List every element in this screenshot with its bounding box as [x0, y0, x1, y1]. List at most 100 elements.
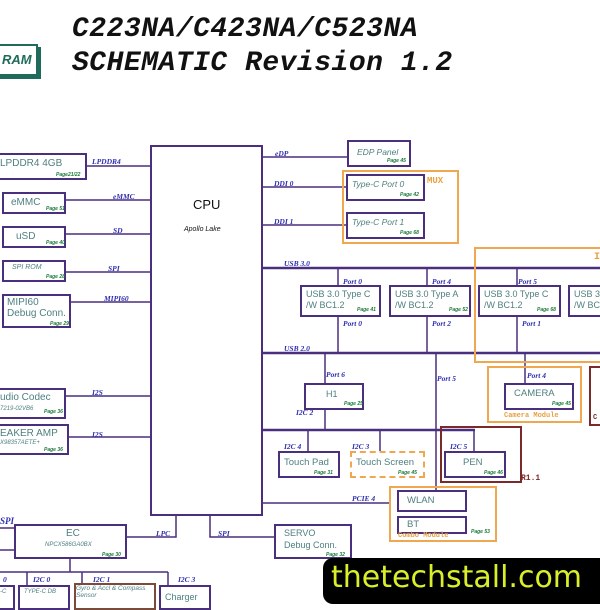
page-ref: Page 45: [387, 158, 406, 164]
servo-debug-block[interactable]: SERVO Debug Conn. Page 32: [274, 524, 352, 559]
usd-label: uSD: [16, 231, 36, 242]
i2c-label: I2C 5: [450, 442, 468, 451]
edp-label: EDP Panel: [357, 147, 399, 157]
bt-block[interactable]: BT: [397, 516, 467, 534]
title-line-2: SCHEMATIC Revision 1.2: [72, 48, 453, 79]
type-c-block[interactable]: -C: [0, 585, 15, 610]
i2c-label: I2C 1: [93, 575, 111, 584]
page-ref: Page 25: [344, 401, 363, 407]
usb3-bus-label: USB 3.0: [284, 259, 310, 268]
amp-label: EAKER AMP: [0, 428, 58, 439]
servo-label: SERVO: [284, 528, 316, 538]
bus-label: DDI 1: [274, 217, 294, 226]
spi-rom-block[interactable]: SPI ROM Page 28: [2, 260, 66, 282]
touch-pad-block[interactable]: Touch Pad Page 31: [278, 451, 340, 478]
page-ref: Page 52: [449, 307, 468, 313]
page-ref: Page 45: [398, 470, 417, 476]
page-ref: Page 68: [537, 307, 556, 313]
camera-block[interactable]: CAMERA Page 45: [504, 383, 574, 410]
touchscreen-label: Touch Screen: [356, 457, 415, 468]
port-label: Port 6: [326, 370, 345, 379]
usb-port-4-block[interactable]: USB 3 /W BC: [568, 285, 600, 317]
pen-label: PEN: [463, 457, 483, 468]
page-ref: Page 36: [44, 447, 63, 453]
charger-label: Charger: [165, 592, 198, 602]
port-label: Port 0: [343, 319, 362, 328]
codec-part: 7219-02VB6: [0, 406, 34, 412]
page-ref: Page 30: [102, 552, 121, 558]
bus-label: SPI: [108, 264, 120, 273]
cpu-block[interactable]: CPU Apollo Lake: [150, 145, 263, 516]
right-module-group: [589, 366, 600, 426]
page-ref: Page 68: [400, 230, 419, 236]
typec-label: -C: [0, 589, 7, 595]
usb-port-2-block[interactable]: USB 3.0 Type A /W BC1.2 Page 52: [389, 285, 471, 317]
bt-label: BT: [407, 519, 420, 530]
usb2-bus-label: USB 2.0: [284, 344, 310, 353]
gyro-label: Gyro & Accl & Compass: [76, 585, 146, 592]
pen-group: [440, 426, 522, 483]
bus-label: eDP: [275, 149, 289, 158]
cpu-platform: Apollo Lake: [184, 226, 221, 233]
pcie-label: PCIE 4: [352, 494, 376, 503]
emmc-label: eMMC: [11, 197, 41, 208]
h1-label: H1: [326, 389, 338, 399]
usb-label: USB 3.0 Type C: [306, 289, 371, 299]
i2c-label: I2C 3: [178, 575, 196, 584]
page-ref: Page 51: [46, 206, 65, 212]
charger-block[interactable]: Charger: [159, 585, 211, 610]
speaker-amp-block[interactable]: EAKER AMP X98357AETE+ Page 36: [0, 424, 69, 455]
typec-db-label: TYPE-C DB: [24, 589, 57, 595]
title-line-1: C223NA/C423NA/C523NA: [72, 14, 419, 45]
pen-block[interactable]: PEN Page 46: [444, 451, 506, 478]
combo-module-label: Combo Module: [398, 532, 449, 540]
usb-label-2: /W BC1.2: [484, 300, 523, 310]
lpddr4-block[interactable]: LPDDR4 4GB Page21/22: [0, 153, 87, 180]
mux-group: [342, 170, 459, 244]
usb-label: USB 3: [574, 289, 600, 299]
codec-label: udio Codec: [0, 392, 51, 403]
ec-part: NPCX586GA0BX: [45, 542, 92, 548]
mux-label: MUX: [427, 176, 444, 186]
usb-label: USB 3.0 Type C: [484, 289, 549, 299]
page-ref: Page 31: [314, 470, 333, 476]
bus-label: LPC: [156, 529, 171, 538]
usb-port-1-block[interactable]: USB 3.0 Type C /W BC1.2 Page 41: [300, 285, 381, 317]
mipi60-block[interactable]: MIPI60 Debug Conn. Page 29: [2, 294, 71, 328]
type-c-db-block[interactable]: TYPE-C DB: [18, 585, 70, 610]
edp-panel-block[interactable]: EDP Panel Page 45: [347, 140, 411, 167]
camera-module-label: Camera Module: [504, 412, 559, 420]
revision-label: R1.1: [521, 474, 541, 483]
port-label: Port 5: [518, 277, 537, 286]
page-ref: Page 36: [44, 409, 63, 415]
port-label: Port 4: [527, 371, 546, 380]
usb-label-2: /W BC1.2: [395, 300, 434, 310]
servo-label-2: Debug Conn.: [284, 540, 338, 550]
h1-block[interactable]: H1 Page 25: [304, 383, 364, 410]
bus-label: SPI: [0, 516, 15, 526]
usd-block[interactable]: uSD Page 40: [2, 226, 66, 248]
type-c-port1-block[interactable]: Type-C Port 1 Page 68: [346, 212, 425, 239]
type-c-port0-block[interactable]: Type-C Port 0 Page 42: [346, 174, 425, 201]
touch-screen-block[interactable]: Touch Screen Page 45: [350, 451, 425, 478]
wlan-block[interactable]: WLAN: [397, 490, 467, 512]
watermark-text: thetechstall.com: [331, 560, 583, 595]
bus-label: I2S: [92, 388, 103, 397]
io-board-label: I: [594, 252, 600, 263]
mipi-label: MIPI60: [7, 297, 39, 308]
bus-label: DDI 0: [274, 179, 294, 188]
usb-port-3-block[interactable]: USB 3.0 Type C /W BC1.2 Page 68: [478, 285, 561, 317]
camera-module-group: [487, 366, 582, 423]
port-label: Port 2: [432, 319, 451, 328]
lpddr4-label: LPDDR4 4GB: [0, 158, 63, 169]
mipi-label-2: Debug Conn.: [7, 308, 66, 319]
bus-label: I2S: [92, 430, 103, 439]
bus-label: SPI: [218, 529, 230, 538]
audio-codec-block[interactable]: udio Codec 7219-02VB6 Page 36: [0, 388, 66, 419]
page-ref: Page 42: [400, 192, 419, 198]
ec-block[interactable]: EC NPCX586GA0BX Page 30: [14, 524, 127, 559]
bus-label: LPDDR4: [92, 157, 121, 166]
gyro-sensor-block[interactable]: Gyro & Accl & Compass Sensor: [74, 583, 156, 610]
page-ref: Page 45: [552, 401, 571, 407]
emmc-block[interactable]: eMMC Page 51: [2, 192, 66, 214]
